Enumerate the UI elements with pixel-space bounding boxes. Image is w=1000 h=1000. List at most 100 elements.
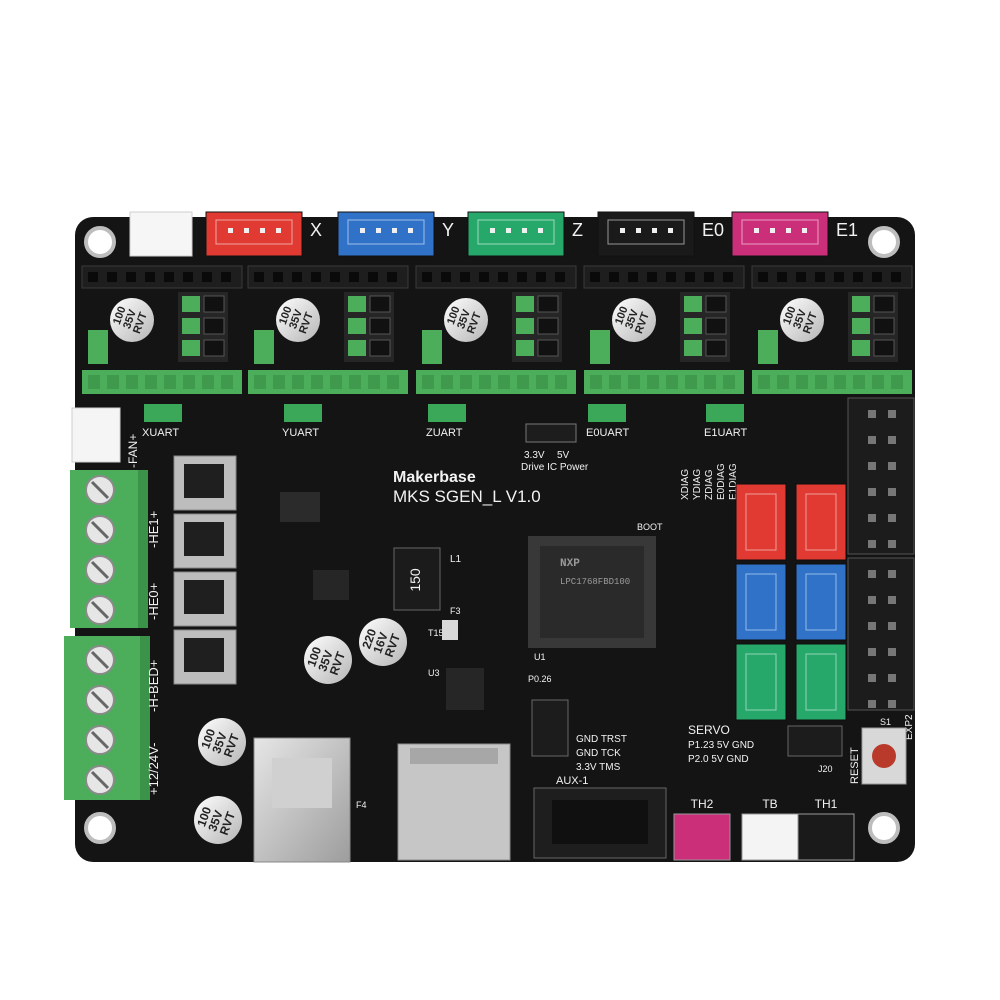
exp-pin (868, 596, 876, 604)
exp-pin (888, 462, 896, 470)
diag-label: E0DIAG (716, 463, 727, 500)
header-hole (126, 272, 136, 282)
motor-port-label: Z (572, 220, 583, 240)
header-hole (758, 272, 768, 282)
driver-header-top (583, 265, 745, 289)
header-hole (479, 272, 489, 282)
exp2-label: EXP2 (904, 714, 915, 740)
driver-side-pin (590, 330, 610, 364)
jumper-green (852, 296, 870, 312)
strip-pin (891, 375, 903, 389)
motor-pin (392, 228, 397, 233)
jumper-cap (369, 317, 391, 335)
header-hole (685, 272, 695, 282)
jumper-cap (873, 295, 895, 313)
cap-text: 100 (111, 305, 129, 326)
motor-pin (802, 228, 807, 233)
strip-pin (777, 375, 789, 389)
exp-pin (868, 410, 876, 418)
driver-cap (110, 298, 154, 342)
jumper-cap (203, 295, 225, 313)
strip-pin (815, 375, 827, 389)
motor-pin (260, 228, 265, 233)
uart-label: ZUART (426, 427, 463, 439)
f4-label: F4 (356, 800, 367, 810)
motor-port-x (205, 211, 303, 257)
diag-label: ZDIAG (704, 469, 715, 500)
jumper-cap (537, 295, 559, 313)
aux-label: AUX-1 (556, 775, 588, 787)
driver-side-pin (254, 330, 274, 364)
jumper-green (852, 318, 870, 334)
diag-label: YDIAG (692, 469, 703, 500)
strip-pin (107, 375, 119, 389)
motor-pin (786, 228, 791, 233)
motor-port-label: E1 (836, 220, 858, 240)
uart-jumper (588, 404, 626, 422)
header-hole (498, 272, 508, 282)
drive-power-jumper (525, 423, 577, 443)
jumper-cap (203, 317, 225, 335)
header-hole (853, 272, 863, 282)
strip-pin (555, 375, 567, 389)
thermistor-connector (673, 813, 731, 861)
strip-pin (628, 375, 640, 389)
ic-u3 (446, 668, 484, 710)
uart-label: E0UART (586, 427, 629, 439)
he1-label: -HE1+ (146, 511, 161, 548)
header-hole (107, 272, 117, 282)
driver-cap (276, 298, 320, 342)
servo-title: SERVO (688, 723, 730, 737)
driver-headers (81, 265, 913, 289)
endstop-connector (795, 563, 847, 641)
strip-pin (387, 375, 399, 389)
driver-cap-label: 10035VRVT (612, 303, 652, 335)
strip-pin (441, 375, 453, 389)
motor-port-inner (347, 219, 425, 245)
screw-slot (90, 600, 110, 620)
header-hole (891, 272, 901, 282)
mcu-chip: NXP LPC1768FBD100 (528, 536, 656, 648)
motor-port-inner (741, 219, 819, 245)
exp-pin (888, 700, 896, 708)
motor-port-y (337, 211, 435, 257)
jumper-cap (537, 317, 559, 335)
header-hole (628, 272, 638, 282)
cap-lower-left: 100 35V RVT 100 35V RVT (194, 718, 246, 844)
strip-pin (536, 375, 548, 389)
exp-pin (868, 648, 876, 656)
u1-label: U1 (534, 652, 546, 662)
strip-pin (292, 375, 304, 389)
strip-pin (872, 375, 884, 389)
jtag-header (531, 699, 569, 757)
mosfet-body (184, 522, 224, 556)
driver-side-pin (88, 330, 108, 364)
strip-pin (88, 375, 100, 389)
strip-pin (479, 375, 491, 389)
endstop-inner (805, 653, 837, 711)
motor-port-inner (215, 219, 293, 245)
svg-text:220 16V RVT: 220 16V RVT (359, 623, 403, 659)
inductor-label: 150 (407, 568, 423, 592)
driver-side-pin (758, 330, 778, 364)
header-hole (273, 272, 283, 282)
header-hole (704, 272, 714, 282)
header-hole (88, 272, 98, 282)
strip-pin (723, 375, 735, 389)
screw-slot (90, 650, 110, 670)
thermistor-label: TH2 (691, 797, 714, 811)
motor-port-e0 (597, 211, 695, 257)
reset-button-cap (872, 744, 896, 768)
header-hole (441, 272, 451, 282)
strip-pin (164, 375, 176, 389)
exp-pin (868, 674, 876, 682)
exp-pins (868, 410, 896, 708)
exp-pin (888, 436, 896, 444)
mosfets (173, 455, 237, 685)
mosfet-body (184, 580, 224, 614)
strip-pin (349, 375, 361, 389)
uart-jumper (428, 404, 466, 422)
jumper-cap (873, 317, 895, 335)
motor-port-e1 (731, 211, 829, 257)
diag-label: XDIAG (680, 469, 691, 500)
